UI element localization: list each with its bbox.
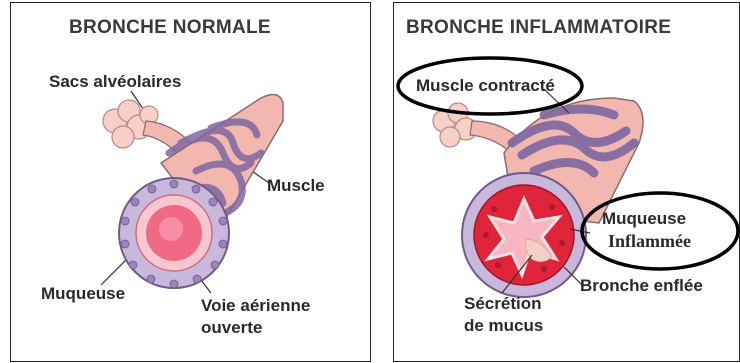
inflamed-bronchus-illustration [394,3,740,362]
label-muscle-contracte: Muscle contracté [416,75,555,96]
label-ouverte: ouverte [201,317,262,338]
label-de-mucus: de mucus [464,315,543,336]
label-bronche-enflee: Bronche enflée [580,275,703,296]
panel-bronche-normale: BRONCHE NORMALE [10,2,371,362]
label-voie-aerienne: Voie aérienne [201,295,310,316]
label-muqueuse: Muqueuse [41,283,125,304]
label-muscle: Muscle [267,175,325,196]
label-inflammee: Inflammée [608,231,691,252]
label-muqueuse: Muqueuse [602,208,686,229]
label-sacs-alveolaires: Sacs alvéolaires [49,71,181,92]
label-secretion: Sécrétion [464,293,541,314]
panel-bronche-inflammatoire: BRONCHE INFLAMMATOIRE [393,2,740,362]
